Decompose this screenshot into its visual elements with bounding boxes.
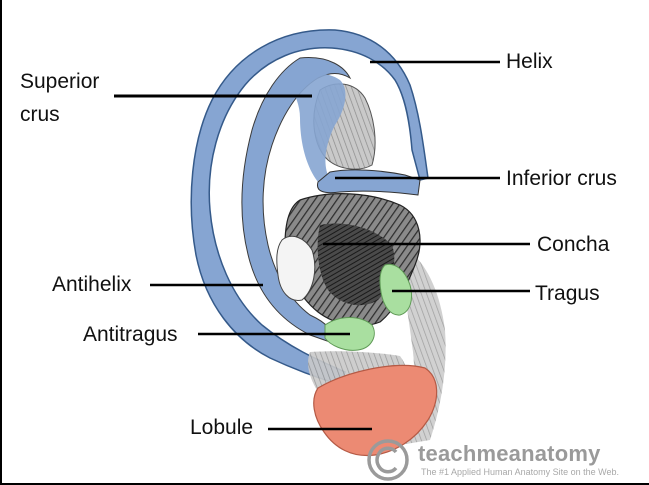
label-lobule: Lobule xyxy=(190,416,253,440)
inferior-crus-region xyxy=(317,170,420,195)
watermark-tagline: The #1 Applied Human Anatomy Site on the… xyxy=(421,467,619,477)
label-tragus: Tragus xyxy=(535,282,600,306)
label-inferior-crus: Inferior crus xyxy=(506,167,617,191)
label-helix: Helix xyxy=(506,50,553,74)
label-superior-crus-line2: crus xyxy=(20,103,60,127)
label-antihelix: Antihelix xyxy=(52,273,131,297)
ear-canal-highlight xyxy=(277,236,315,300)
label-concha: Concha xyxy=(537,233,609,257)
copyright-logo-icon xyxy=(369,441,407,479)
label-antitragus: Antitragus xyxy=(83,323,178,347)
label-superior-crus-line1: Superior xyxy=(20,70,99,94)
watermark-brand: teachmeanatomy xyxy=(418,441,601,467)
